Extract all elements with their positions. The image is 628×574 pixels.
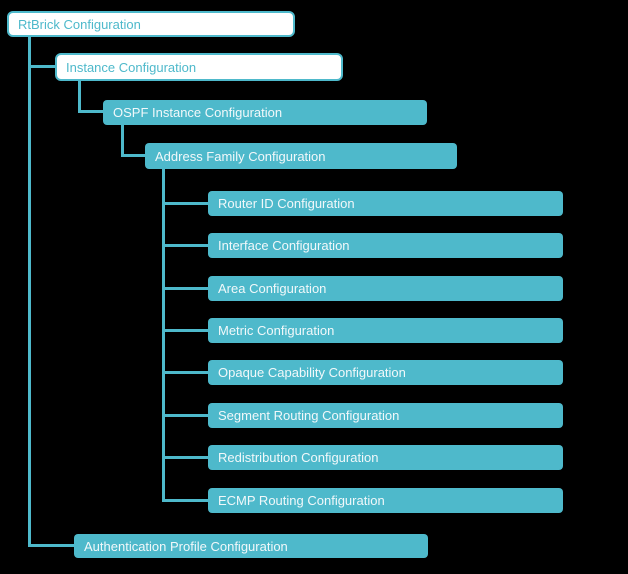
node-label: Redistribution Configuration bbox=[218, 450, 379, 465]
node-instance-configuration: Instance Configuration bbox=[55, 53, 343, 81]
node-address-family-configuration: Address Family Configuration bbox=[145, 143, 457, 169]
connector-line-to-redistribution bbox=[162, 456, 208, 459]
node-metric-configuration: Metric Configuration bbox=[208, 318, 563, 343]
node-label: Address Family Configuration bbox=[155, 148, 326, 164]
connector-line-instance-trunk bbox=[78, 81, 81, 113]
node-segment-routing-configuration: Segment Routing Configuration bbox=[208, 403, 563, 428]
connector-line-rtbrick-trunk bbox=[28, 37, 31, 547]
connector-line-to-instance bbox=[28, 65, 55, 68]
node-rtbrick-configuration: RtBrick Configuration bbox=[7, 11, 295, 37]
connector-line-to-area bbox=[162, 287, 208, 290]
connector-line-to-address-family bbox=[121, 154, 145, 157]
node-label: RtBrick Configuration bbox=[18, 16, 141, 32]
node-label: Opaque Capability Configuration bbox=[218, 365, 406, 380]
node-authentication-profile-configuration: Authentication Profile Configuration bbox=[74, 534, 428, 558]
connector-line-to-segment-routing bbox=[162, 414, 208, 417]
node-label: OSPF Instance Configuration bbox=[113, 105, 283, 120]
connector-line-to-interface bbox=[162, 244, 208, 247]
connector-line-to-ecmp bbox=[162, 499, 208, 502]
node-label: ECMP Routing Configuration bbox=[218, 493, 385, 508]
node-ecmp-routing-configuration: ECMP Routing Configuration bbox=[208, 488, 563, 513]
node-label: Authentication Profile Configuration bbox=[84, 538, 288, 554]
connector-line-ospf-trunk bbox=[121, 125, 124, 157]
node-interface-configuration: Interface Configuration bbox=[208, 233, 563, 258]
connector-line-to-router-id bbox=[162, 202, 208, 205]
node-redistribution-configuration: Redistribution Configuration bbox=[208, 445, 563, 470]
node-router-id-configuration: Router ID Configuration bbox=[208, 191, 563, 216]
node-label: Segment Routing Configuration bbox=[218, 408, 400, 423]
node-label: Instance Configuration bbox=[66, 59, 197, 75]
connector-line-to-metric bbox=[162, 329, 208, 332]
node-opaque-capability-configuration: Opaque Capability Configuration bbox=[208, 360, 563, 385]
node-label: Router ID Configuration bbox=[218, 196, 355, 211]
connector-line-address-family-trunk bbox=[162, 169, 165, 502]
node-ospf-instance-configuration: OSPF Instance Configuration bbox=[103, 100, 427, 125]
connector-line-to-opaque bbox=[162, 371, 208, 374]
node-label: Interface Configuration bbox=[218, 238, 350, 253]
node-area-configuration: Area Configuration bbox=[208, 276, 563, 301]
node-label: Area Configuration bbox=[218, 281, 327, 296]
node-label: Metric Configuration bbox=[218, 323, 335, 338]
connector-line-to-ospf bbox=[78, 110, 103, 113]
connector-line-to-authentication bbox=[28, 544, 74, 547]
